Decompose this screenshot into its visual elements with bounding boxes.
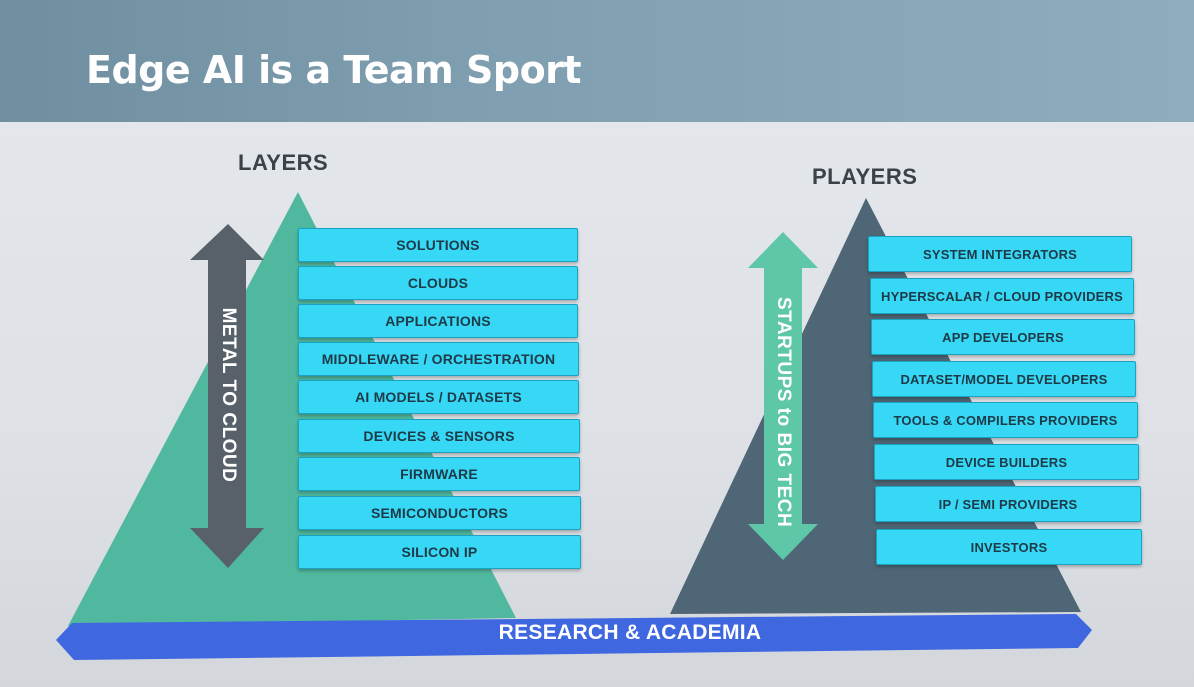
player-box-app-developers: APP DEVELOPERS [871,319,1135,355]
layer-box-devices-sensors: DEVICES & SENSORS [298,419,580,453]
layer-box-semiconductors: SEMICONDUCTORS [298,496,581,530]
layer-box-clouds: CLOUDS [298,266,578,300]
research-academia-label: RESEARCH & ACADEMIA [498,621,762,644]
layer-box-firmware: FIRMWARE [298,457,580,491]
startups-to-big-tech-arrow [748,232,818,560]
title-band: Edge AI is a Team Sport [0,0,1194,128]
slide-title: Edge AI is a Team Sport [86,48,582,92]
player-box-dataset-model-developers: DATASET/MODEL DEVELOPERS [872,361,1136,397]
player-box-system-integrators: SYSTEM INTEGRATORS [868,236,1132,272]
layer-box-silicon-ip: SILICON IP [298,535,581,569]
layer-box-middleware: MIDDLEWARE / ORCHESTRATION [298,342,579,376]
metal-to-cloud-label: METAL TO CLOUD [218,307,239,483]
layer-box-solutions: SOLUTIONS [298,228,578,262]
player-box-hyperscalar: HYPERSCALAR / CLOUD PROVIDERS [870,278,1134,314]
player-box-tools-compilers: TOOLS & COMPILERS PROVIDERS [873,402,1138,438]
research-academia-arrow [56,614,1092,660]
layers-heading: LAYERS [238,150,329,175]
layer-box-applications: APPLICATIONS [298,304,578,338]
metal-to-cloud-arrow [190,224,264,568]
layer-box-ai-models: AI MODELS / DATASETS [298,380,579,414]
player-box-ip-semi-providers: IP / SEMI PROVIDERS [875,486,1141,522]
players-heading: PLAYERS [812,164,918,189]
startups-to-big-tech-label: STARTUPS to BIG TECH [773,297,794,528]
player-box-investors: INVESTORS [876,529,1142,565]
player-box-device-builders: DEVICE BUILDERS [874,444,1139,480]
